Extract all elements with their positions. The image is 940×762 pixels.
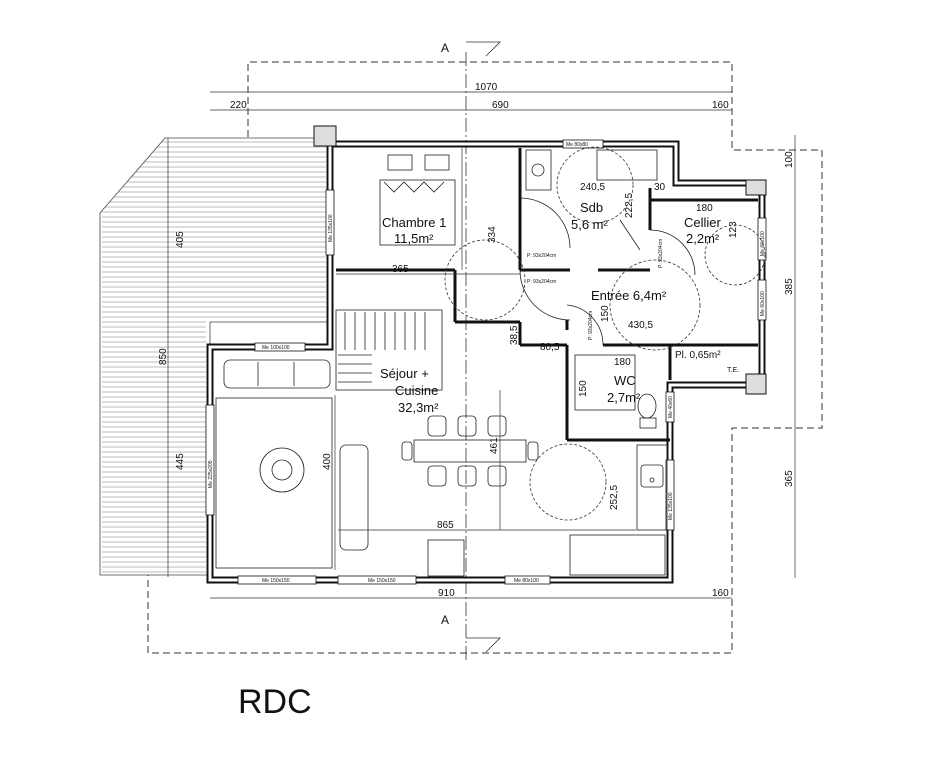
dining-chair <box>487 465 507 487</box>
dim-240-5: 240,5 <box>580 182 605 193</box>
dim-top-mid: 690 <box>492 100 509 111</box>
room-cellier-name: Cellier <box>684 215 722 230</box>
dim-150b: 150 <box>578 380 589 397</box>
dim-top-left: 220 <box>230 100 247 111</box>
room-placard: Pl. 0,65m² <box>675 350 721 361</box>
dim-123: 123 <box>728 221 739 238</box>
win-label-bot-3: Me 80x100 <box>514 578 539 584</box>
room-entree: Entrée 6,4m² <box>591 288 667 303</box>
dim-right-bottom: 365 <box>784 470 795 487</box>
columns <box>313 125 767 395</box>
dim-80-5: 80,5 <box>540 342 560 353</box>
room-sejour-area: 32,3m² <box>398 400 439 415</box>
room-wc-area: 2,7m² <box>607 390 641 405</box>
room-sejour-name-1: Séjour + <box>380 366 429 381</box>
dim-total-top: 1070 <box>475 82 498 93</box>
sofa-top <box>223 359 331 389</box>
dim-180a: 180 <box>696 203 713 214</box>
tv-unit <box>427 539 465 577</box>
label-te: T.E. <box>727 367 739 374</box>
dim-bottom-right: 160 <box>712 588 729 599</box>
kitchen-counter <box>569 444 668 576</box>
dim-334: 334 <box>487 226 498 243</box>
exterior-walls-inner <box>208 142 764 582</box>
dim-430-5: 430,5 <box>628 320 653 331</box>
room-sdb-area: 5,6 m² <box>571 217 609 232</box>
section-mark-top: A <box>441 41 449 55</box>
section-line <box>465 41 501 660</box>
dimension-lines <box>167 91 796 599</box>
window-openings <box>205 139 767 585</box>
dashed-outline <box>147 61 823 654</box>
dim-top-right: 160 <box>712 100 729 111</box>
room-sejour-name-2: Cuisine <box>395 383 438 398</box>
room-wc-name: WC <box>614 373 636 388</box>
win-label-bot-2: Me 150x150 <box>368 578 396 584</box>
section-mark-bottom: A <box>441 613 449 627</box>
dim-left-bottom: 445 <box>175 453 186 470</box>
room-chambre-name: Chambre 1 <box>382 215 446 230</box>
win-label-wc: Me 40x60 <box>668 396 674 418</box>
dim-400: 400 <box>322 453 333 470</box>
terrace-decking <box>99 137 331 576</box>
sofa-right <box>339 444 369 551</box>
win-label-ch-left: Me 135x100 <box>328 214 334 242</box>
win-label-sejour-top: Me 100x100 <box>262 345 290 351</box>
win-label-sejour-left: Me 225x205 <box>208 460 214 488</box>
dining-chair <box>457 415 477 437</box>
dining-chair <box>457 465 477 487</box>
door-arcs <box>519 197 696 346</box>
dim-left-top: 405 <box>175 231 186 248</box>
bathroom-fixtures <box>525 149 658 251</box>
dim-150a: 150 <box>600 305 611 322</box>
win-label-cuisine: Me 135x100 <box>668 492 674 520</box>
dim-180b: 180 <box>614 357 631 368</box>
rug <box>215 397 333 569</box>
dining-chair <box>527 441 539 461</box>
staircase <box>335 309 443 391</box>
room-sdb-name: Sdb <box>580 200 603 215</box>
dim-461: 461 <box>489 437 500 454</box>
dining-table <box>401 415 539 487</box>
dining-chair <box>427 465 447 487</box>
door-label-entree: P: 93x204cm <box>527 279 556 285</box>
win-label-sdb: Me 80x80 <box>566 142 588 148</box>
dining-chair <box>427 415 447 437</box>
dim-222-5: 222,5 <box>624 193 635 218</box>
dim-left-mid: 850 <box>158 348 169 365</box>
dim-30: 30 <box>654 182 666 193</box>
win-label-bot-1: Me 150x150 <box>262 578 290 584</box>
door-label-sdb: P: 93x204cm <box>527 253 556 259</box>
dim-865: 865 <box>437 520 454 531</box>
dim-38-5: 38,5 <box>509 325 520 345</box>
wc-fixtures <box>574 354 657 429</box>
door-label-wc: P: 93x204cm <box>588 311 594 340</box>
room-cellier-area: 2,2m² <box>686 231 720 246</box>
dim-bottom-left: 910 <box>438 588 455 599</box>
dim-right-mid: 385 <box>784 278 795 295</box>
room-chambre-area: 11,5m² <box>394 231 434 246</box>
interior-walls <box>336 148 758 442</box>
dim-252-5: 252,5 <box>609 485 620 510</box>
dim-365: 365 <box>392 264 409 275</box>
win-label-entree: Me 60x100 <box>760 291 766 316</box>
bed <box>379 154 456 246</box>
win-label-cellier: Me 60x100 <box>760 231 766 256</box>
dining-chair <box>401 441 413 461</box>
level-label: RDC <box>238 683 312 721</box>
door-label-cellier: P: 93x204cm <box>658 239 664 268</box>
dim-right-top: 100 <box>784 151 795 168</box>
dining-chair <box>487 415 507 437</box>
door-swings <box>444 146 766 521</box>
